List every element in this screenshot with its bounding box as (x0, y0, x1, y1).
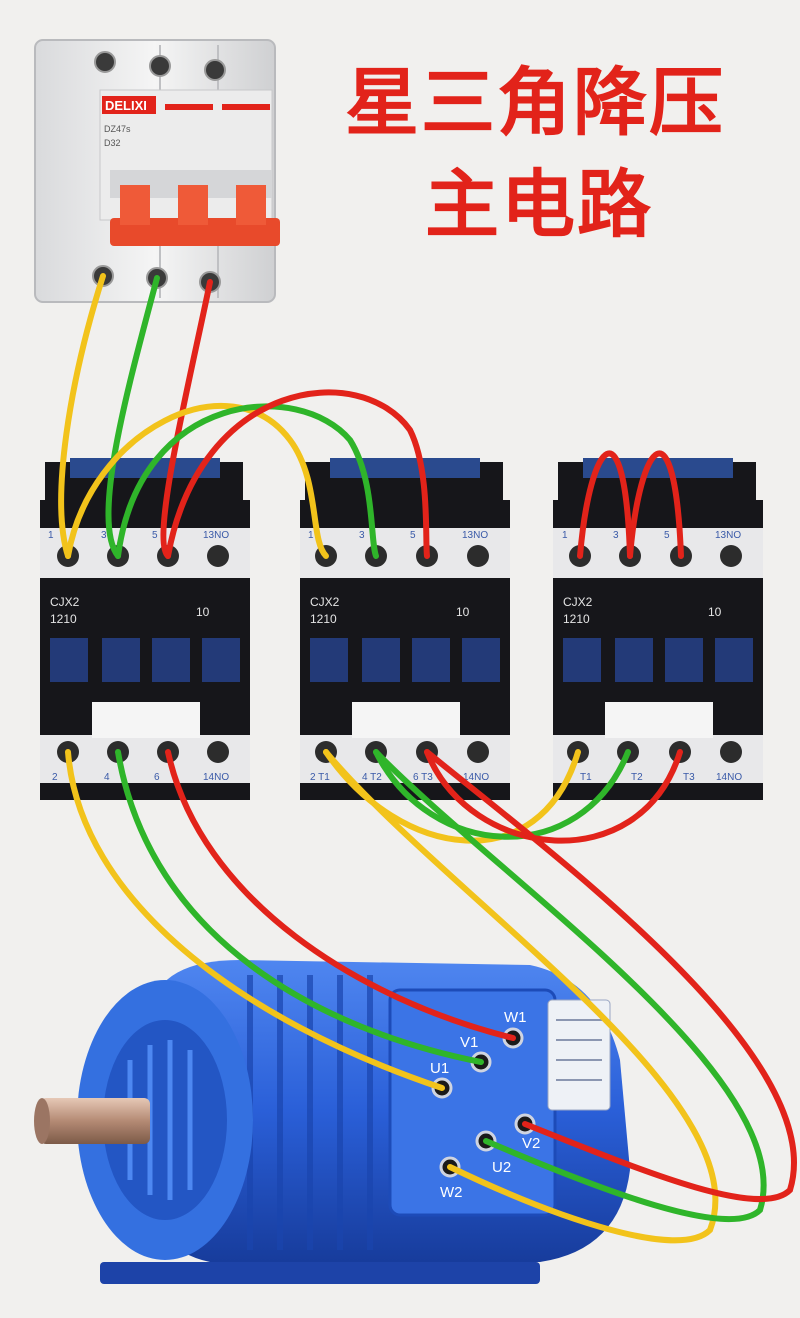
c1-bottom-label-14: 14NO (203, 772, 229, 783)
c1-bottom-terminal-14[interactable] (207, 741, 229, 763)
breaker-brand: DELIXI (105, 98, 147, 113)
c2-top-label-5: 5 (410, 530, 416, 541)
motor: W1 V1 U1 V2 U2 W2 (34, 960, 630, 1284)
c1-bottom-label-4: 4 (104, 772, 110, 783)
c2-top-label-3: 3 (359, 530, 365, 541)
c2-bottom-label-2: 2 T1 (310, 772, 330, 783)
c2-top-label-13: 13NO (462, 530, 488, 541)
c3-top-terminal-13[interactable] (720, 545, 742, 567)
wire-c2-v2 (424, 749, 797, 1203)
cooling-fins (247, 975, 373, 1250)
title-line-1: 星三角降压 (345, 60, 725, 146)
motor-end-cap-inner (103, 1020, 227, 1220)
wire-c2-w2 (323, 749, 719, 1244)
c3-bottom-label-t1: T1 (580, 772, 592, 783)
breaker-top-screw-3[interactable] (204, 59, 226, 81)
c3-top-label-1: 1 (562, 530, 568, 541)
contactor-1-model: CJX2 (50, 595, 80, 609)
label-v1: V1 (460, 1034, 478, 1051)
contactor-2: CJX2 1210 10 1 3 5 13NO 2 T1 4 T2 6 T3 1… (300, 458, 510, 800)
wire-breaker-l3 (160, 279, 213, 559)
c1-top-label-3: 3 (101, 530, 107, 541)
label-v2: V2 (522, 1135, 540, 1152)
wire-star-link-2 (627, 450, 684, 559)
c3-bottom-label-14: 14NO (716, 772, 742, 783)
c1-bottom-label-2: 2 (52, 772, 58, 783)
contactor-2-model: CJX2 (310, 595, 340, 609)
wire-c1-v1 (115, 749, 484, 1065)
c2-bottom-label-4: 4 T2 (362, 772, 382, 783)
c1-top-label-5: 5 (152, 530, 158, 541)
contactor-3-model: CJX2 (563, 595, 593, 609)
wire-star-link-1 (577, 450, 633, 559)
c1-top-terminal-13[interactable] (207, 545, 229, 567)
wire-c1-w1 (165, 749, 516, 1041)
label-u1: U1 (430, 1060, 449, 1077)
contactor-2-rating: 1210 (310, 612, 337, 626)
c1-top-label-1: 1 (48, 530, 54, 541)
motor-shaft (40, 1098, 150, 1144)
c2-top-label-1: 1 (308, 530, 314, 541)
circuit-breaker: DELIXI DZ47s D32 (34, 39, 280, 303)
wire-c2-c3-t3 (424, 749, 683, 844)
label-u2: U2 (492, 1159, 511, 1176)
label-w1: W1 (504, 1009, 527, 1026)
wire-c1-c2-l2 (115, 403, 379, 559)
breaker-brand-plate (102, 96, 156, 114)
c1-bottom-label-6: 6 (154, 772, 160, 783)
contactor-1: CJX2 1210 10 1 3 5 13NO 2 4 6 14NO (40, 458, 250, 800)
wire-c1-u1 (65, 749, 445, 1091)
wire-c2-u2 (373, 749, 767, 1223)
wire-c1-c2-l3 (165, 389, 430, 559)
breaker-top-screw-2[interactable] (149, 55, 171, 77)
breaker-top-screw-1[interactable] (94, 51, 116, 73)
motor-base (100, 1262, 540, 1284)
breaker-rating: D32 (104, 138, 121, 148)
wire-breaker-l1 (58, 273, 106, 559)
c2-bottom-label-14: 14NO (463, 772, 489, 783)
c3-top-label-5: 5 (664, 530, 670, 541)
c3-top-label-3: 3 (613, 530, 619, 541)
c3-bottom-label-t2: T2 (631, 772, 643, 783)
c3-top-label-13: 13NO (715, 530, 741, 541)
c3-bottom-terminal-14[interactable] (720, 741, 742, 763)
c2-top-terminal-13[interactable] (467, 545, 489, 567)
c2-bottom-label-6: 6 T3 (413, 772, 433, 783)
contactor-1-aux: 10 (196, 605, 210, 619)
shaft-end (34, 1098, 50, 1144)
label-w2: W2 (440, 1184, 463, 1201)
c3-bottom-label-t3: T3 (683, 772, 695, 783)
c2-bottom-terminal-14[interactable] (467, 741, 489, 763)
motor-terminal-u2[interactable]: U2 (475, 1130, 511, 1176)
wire-c2-c3-t2 (373, 749, 631, 840)
title-line-2: 主电路 (425, 162, 653, 248)
motor-nameplate (547, 999, 611, 1111)
contactor-1-rating: 1210 (50, 612, 77, 626)
contactor-2-aux: 10 (456, 605, 470, 619)
wire-breaker-l2 (105, 275, 160, 559)
wires (58, 273, 797, 1244)
contactor-3-aux: 10 (708, 605, 722, 619)
c1-top-label-13: 13NO (203, 530, 229, 541)
contactor-3: CJX2 1210 10 1 3 5 13NO T1 T2 T3 14NO (553, 458, 763, 800)
breaker-model: DZ47s (104, 124, 131, 134)
contactor-3-rating: 1210 (563, 612, 590, 626)
